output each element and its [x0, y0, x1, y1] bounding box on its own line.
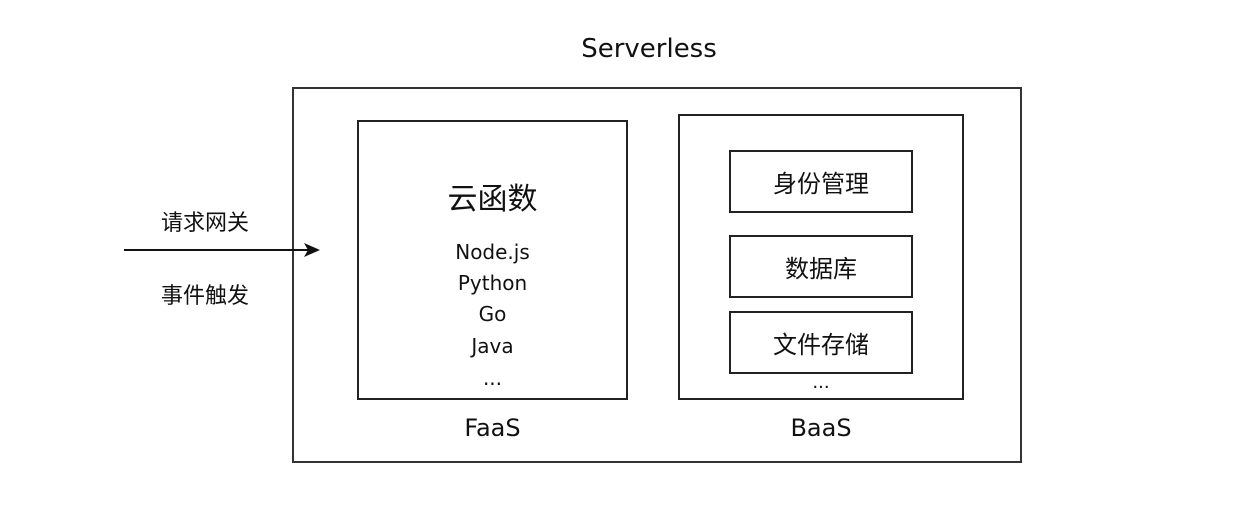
service-label: 身份管理 — [773, 170, 869, 198]
service-identity-box: 身份管理 — [729, 150, 913, 213]
request-arrow — [124, 243, 320, 257]
faas-label: FaaS — [464, 414, 521, 442]
service-label: 文件存储 — [773, 331, 869, 359]
runtime-item: Java — [471, 334, 514, 358]
faas-heading: 云函数 — [447, 182, 538, 217]
service-ellipsis: ... — [812, 372, 830, 393]
faas-box — [357, 120, 628, 400]
trigger-event-label: 事件触发 — [160, 284, 249, 309]
baas-label: BaaS — [790, 414, 852, 442]
runtime-ellipsis: ... — [482, 366, 503, 390]
service-label: 数据库 — [785, 255, 857, 283]
runtime-item: Node.js — [455, 240, 530, 264]
diagram-title: Serverless — [581, 34, 717, 64]
service-storage-box: 文件存储 — [729, 311, 913, 374]
trigger-gateway-label: 请求网关 — [160, 211, 249, 236]
service-database-box: 数据库 — [729, 235, 913, 298]
runtime-item: Python — [457, 271, 528, 295]
runtime-item: Go — [478, 302, 507, 326]
